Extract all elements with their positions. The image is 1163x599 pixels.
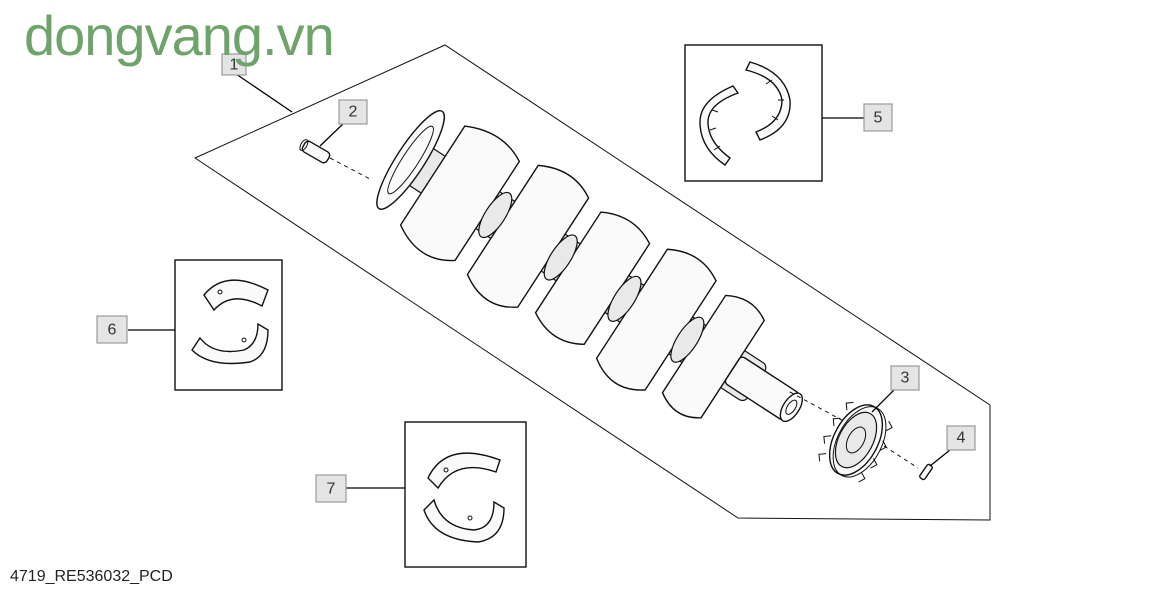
dowel-pin-part: [299, 139, 373, 181]
leader-2: [319, 121, 346, 147]
callout-2-label: 2: [349, 104, 358, 121]
key-pin-part: [919, 463, 933, 481]
leader-1: [235, 73, 293, 113]
main-bearing-box-7: [404, 421, 527, 568]
callout-3-label: 3: [901, 370, 910, 387]
callout-4: 4: [946, 425, 976, 451]
crankshaft-assembly-outline: [193, 44, 991, 521]
figure-caption: 4719_RE536032_PCD: [10, 568, 173, 585]
main-bearing-part-7: [423, 452, 505, 543]
thrust-washer-part: [699, 61, 791, 166]
callout-1-label: 1: [230, 57, 239, 74]
callout-5-label: 5: [874, 110, 883, 127]
main-bearing-part-6: [191, 279, 269, 365]
callout-7-label: 7: [327, 481, 336, 498]
crankshaft-part: [376, 110, 804, 423]
pin-centerline: [883, 445, 919, 469]
callout-4-label: 4: [957, 430, 966, 447]
callout-3: 3: [890, 365, 920, 391]
callout-7: 7: [315, 474, 347, 503]
callout-2: 2: [338, 99, 368, 125]
callout-6: 6: [96, 315, 128, 344]
leader-3: [871, 389, 895, 413]
leader-4: [929, 449, 951, 467]
watermark-text: dongvang.vn: [24, 4, 335, 67]
callout-6-label: 6: [108, 322, 117, 339]
crankshaft-gear-part: [818, 401, 893, 483]
callout-1: 1: [221, 53, 247, 76]
callout-5: 5: [863, 103, 893, 132]
main-bearing-box-6: [174, 259, 283, 391]
